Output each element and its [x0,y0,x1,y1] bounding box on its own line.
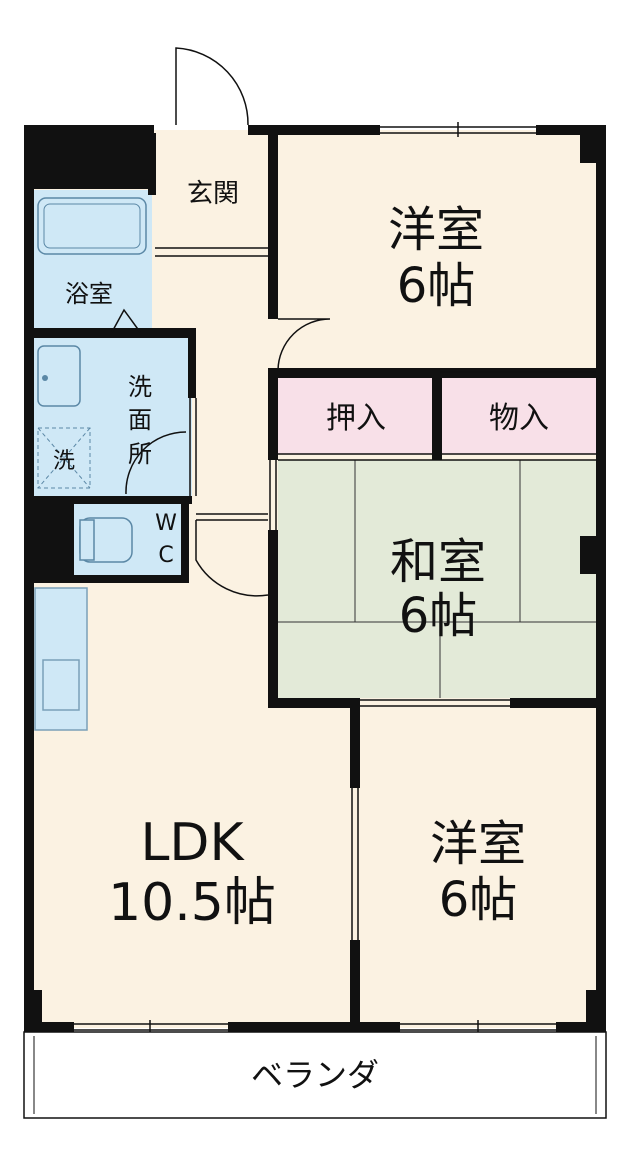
bathtub [37,197,147,255]
window-lines [74,122,598,1034]
bathtub-inner [43,203,141,249]
wash-basin [37,345,81,407]
washer-cross [37,427,91,489]
oshiire-label: 押入 [326,401,386,436]
washer-label: 洗 [53,449,75,474]
tatami-lines [278,460,598,698]
washroom-label-3: 所 [128,440,152,468]
closet-oshiire-floor [278,376,434,454]
ldk-name: LDK [140,813,245,873]
door-swings [111,47,331,597]
western-room-bottom-name: 洋室 [430,816,526,872]
entrance-label: 玄関 [187,179,239,209]
japanese-room-size: 6帖 [399,588,478,644]
entrance-floor [155,133,273,253]
western-room-top-name: 洋室 [388,202,484,258]
japanese-room-floor [278,460,598,698]
washroom-label-2: 面 [128,406,152,434]
japanese-room-name: 和室 [390,534,486,590]
western-room-bottom-size: 6帖 [439,872,518,928]
veranda-area [23,1031,607,1119]
washroom-label-1: 洗 [128,373,152,401]
kitchen-sink [42,659,80,711]
toilet-tank [79,519,95,561]
closet-storage-floor [440,376,598,454]
ldk-size: 10.5帖 [108,873,276,933]
wc-label-w: W [155,511,177,536]
walls [24,125,606,1032]
bath-label: 浴室 [65,280,113,308]
veranda-label: ベランダ [251,1056,379,1094]
washer-cross [37,427,91,489]
western-room-top-size: 6帖 [397,258,476,314]
storage-label: 物入 [489,401,549,436]
basin-drain [42,375,48,381]
wc-label-c: C [158,543,173,568]
